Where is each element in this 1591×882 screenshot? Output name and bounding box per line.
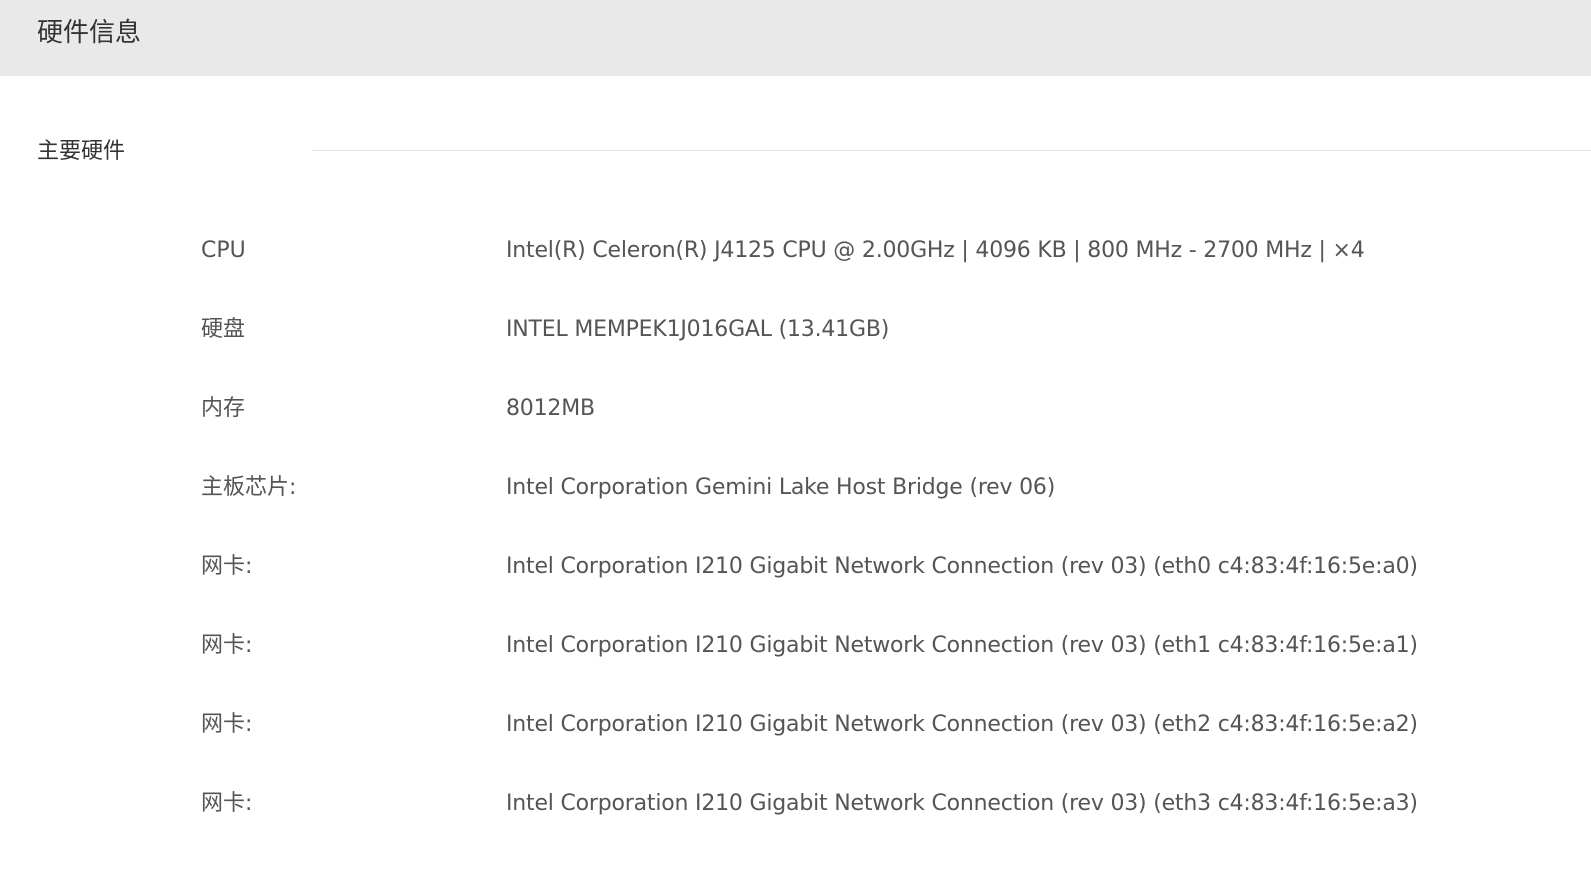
- row-label: 网卡:: [201, 633, 253, 658]
- row-value: 8012MB: [506, 396, 595, 421]
- row-value: Intel Corporation I210 Gigabit Network C…: [506, 554, 1418, 579]
- row-label: 网卡:: [201, 712, 253, 737]
- section-title-main-hardware: 主要硬件: [37, 139, 126, 164]
- row-value: INTEL MEMPEK1J016GAL (13.41GB): [506, 317, 890, 342]
- row-value: Intel Corporation I210 Gigabit Network C…: [506, 791, 1418, 816]
- hardware-row-chipset: 主板芯片: Intel Corporation Gemini Lake Host…: [0, 468, 1591, 508]
- page-title: 硬件信息: [37, 18, 142, 48]
- row-label: CPU: [201, 238, 246, 263]
- row-label: 内存: [201, 396, 246, 421]
- hardware-row-nic-eth3: 网卡: Intel Corporation I210 Gigabit Netwo…: [0, 784, 1591, 824]
- hardware-row-memory: 内存 8012MB: [0, 389, 1591, 429]
- row-label: 网卡:: [201, 554, 253, 579]
- row-label: 主板芯片:: [201, 475, 297, 500]
- hardware-row-nic-eth2: 网卡: Intel Corporation I210 Gigabit Netwo…: [0, 705, 1591, 745]
- section-divider: [312, 150, 1591, 151]
- row-label: 网卡:: [201, 791, 253, 816]
- row-value: Intel Corporation I210 Gigabit Network C…: [506, 712, 1418, 737]
- hardware-row-nic-eth1: 网卡: Intel Corporation I210 Gigabit Netwo…: [0, 626, 1591, 666]
- hardware-row-disk: 硬盘 INTEL MEMPEK1J016GAL (13.41GB): [0, 310, 1591, 350]
- hardware-row-nic-eth0: 网卡: Intel Corporation I210 Gigabit Netwo…: [0, 547, 1591, 587]
- row-value: Intel Corporation Gemini Lake Host Bridg…: [506, 475, 1056, 500]
- hardware-row-cpu: CPU Intel(R) Celeron(R) J4125 CPU @ 2.00…: [0, 231, 1591, 271]
- page-header: 硬件信息: [0, 0, 1591, 76]
- row-value: Intel Corporation I210 Gigabit Network C…: [506, 633, 1418, 658]
- row-value: Intel(R) Celeron(R) J4125 CPU @ 2.00GHz …: [506, 238, 1365, 263]
- row-label: 硬盘: [201, 317, 246, 342]
